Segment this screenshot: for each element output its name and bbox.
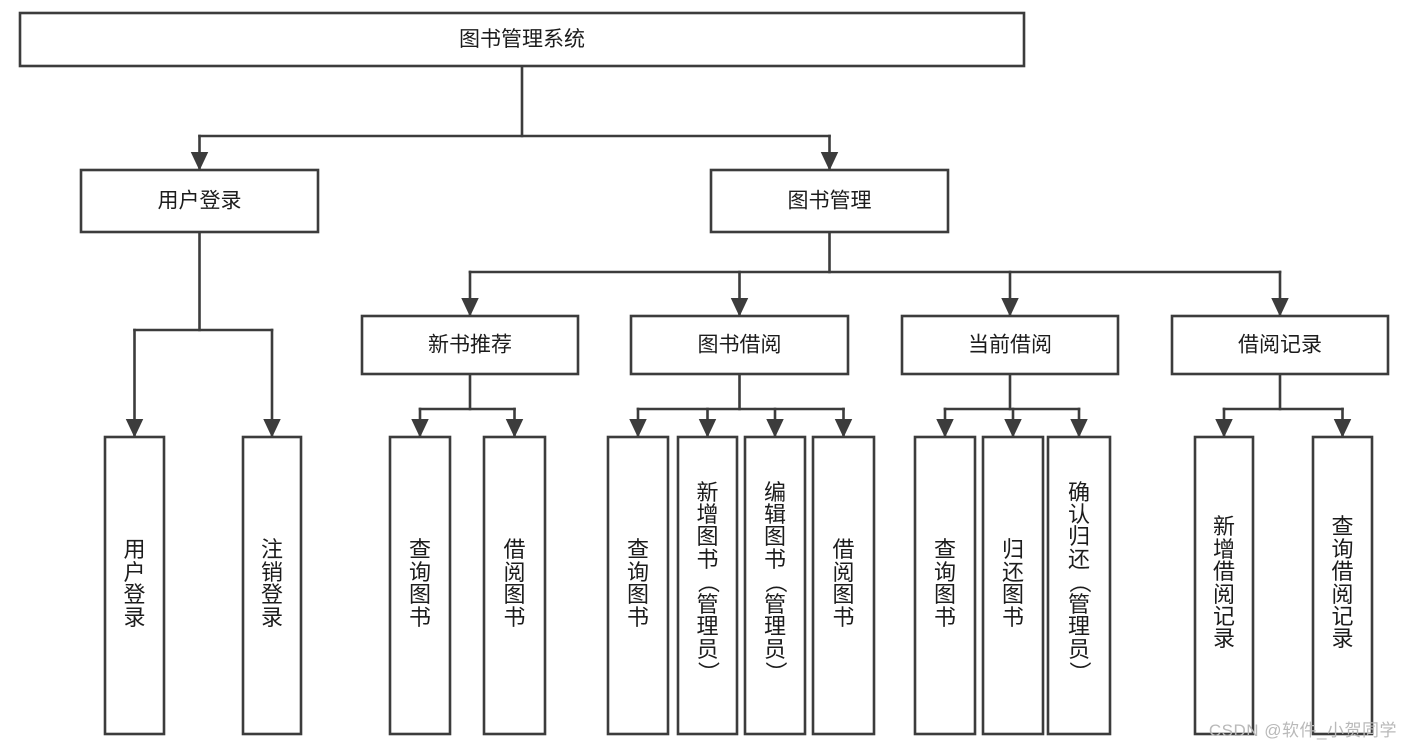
node-box-user-login[interactable] <box>79 168 320 234</box>
node-label-root: 图书管理系统 <box>459 28 585 51</box>
node-label-current-borrow: 当前借阅 <box>968 334 1052 357</box>
node-box-leaf-query-book-2[interactable] <box>606 435 670 736</box>
node-label-book-borrow: 图书借阅 <box>698 334 782 357</box>
node-box-current-borrow[interactable] <box>900 314 1120 376</box>
node-box-leaf-add-record[interactable] <box>1193 435 1255 736</box>
connector-lines <box>125 64 1352 438</box>
node-box-book-manage[interactable] <box>709 168 950 234</box>
node-box-root[interactable] <box>18 11 1026 68</box>
node-box-leaf-user-login[interactable] <box>103 435 166 736</box>
watermark-text: CSDN @软件_小贺同学 <box>1208 721 1397 740</box>
node-box-new-book-rec[interactable] <box>360 314 580 376</box>
node-box-book-borrow[interactable] <box>629 314 850 376</box>
node-box-leaf-borrow-book-2[interactable] <box>811 435 876 736</box>
node-label-new-book-rec: 新书推荐 <box>428 334 512 357</box>
node-box-leaf-logout[interactable] <box>241 435 303 736</box>
node-label-book-manage: 图书管理 <box>788 190 872 213</box>
node-box-leaf-return-book[interactable] <box>981 435 1045 736</box>
node-box-leaf-add-book[interactable] <box>676 435 739 736</box>
node-label-user-login: 用户登录 <box>158 190 242 213</box>
node-box-leaf-borrow-book-1[interactable] <box>482 435 547 736</box>
node-boxes <box>18 11 1390 736</box>
node-box-leaf-edit-book[interactable] <box>743 435 807 736</box>
node-box-leaf-query-book-3[interactable] <box>913 435 977 736</box>
node-box-leaf-query-record[interactable] <box>1311 435 1374 736</box>
node-box-leaf-confirm-return[interactable] <box>1046 435 1112 736</box>
node-label-borrow-record: 借阅记录 <box>1238 334 1322 357</box>
node-box-leaf-query-book-1[interactable] <box>388 435 452 736</box>
node-box-borrow-record[interactable] <box>1170 314 1390 376</box>
